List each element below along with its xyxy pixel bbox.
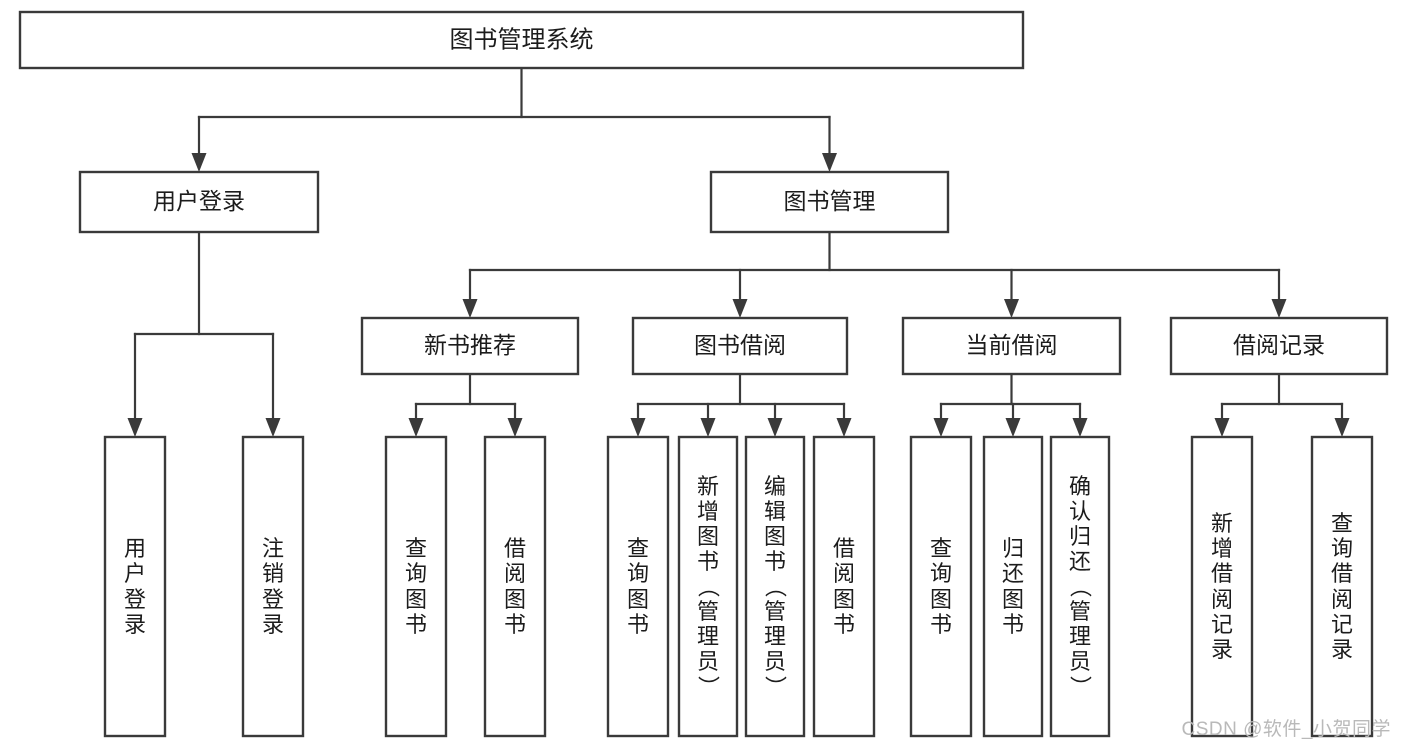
node-label-root: 图书管理系统 [450, 26, 594, 53]
arrow-head-icon [933, 418, 949, 437]
node-box-leaf-logout[interactable] [241, 435, 305, 738]
arrow-head-icon [1334, 418, 1350, 437]
arrow-head-icon [127, 418, 143, 437]
arrow-head-icon [630, 418, 646, 437]
node-label-current-borrow: 当前借阅 [966, 332, 1058, 358]
arrow-head-icon [507, 418, 523, 437]
node-box-leaf-borrow-book-1[interactable] [483, 435, 547, 738]
node-box-leaf-edit-book[interactable] [744, 435, 806, 738]
node-box-root[interactable] [18, 10, 1025, 70]
node-box-leaf-user-login[interactable] [103, 435, 167, 738]
node-box-new-book-rec[interactable] [360, 316, 580, 376]
node-box-leaf-add-book[interactable] [677, 435, 739, 738]
arrow-head-icon [700, 418, 716, 437]
node-label-user-login: 用户登录 [153, 188, 245, 214]
arrow-head-icon [1214, 418, 1230, 437]
arrow-head-icon [1271, 299, 1287, 318]
arrow-head-icon [836, 418, 852, 437]
arrow-head-icon [1004, 299, 1019, 318]
arrow-head-icon [822, 153, 837, 172]
node-box-leaf-query-record[interactable] [1310, 435, 1374, 738]
node-label-borrow-record: 借阅记录 [1233, 332, 1325, 358]
node-box-book-borrow[interactable] [631, 316, 849, 376]
arrow-head-icon [191, 153, 207, 172]
node-box-borrow-record[interactable] [1169, 316, 1389, 376]
node-box-leaf-query-book-2[interactable] [606, 435, 670, 738]
arrow-head-icon [1072, 418, 1088, 437]
arrow-head-icon [1005, 418, 1021, 437]
arrow-head-icon [408, 418, 424, 437]
arrow-head-icon [265, 418, 281, 437]
node-box-leaf-borrow-book-2[interactable] [812, 435, 876, 738]
arrow-head-icon [767, 418, 783, 437]
arrow-head-icon [462, 299, 478, 318]
node-box-leaf-query-book-3[interactable] [909, 435, 973, 738]
node-box-leaf-add-record[interactable] [1190, 435, 1254, 738]
node-box-leaf-query-book-1[interactable] [384, 435, 448, 738]
node-box-book-manage[interactable] [709, 170, 950, 234]
node-box-leaf-confirm-return[interactable] [1049, 435, 1111, 738]
node-label-book-borrow: 图书借阅 [694, 332, 786, 358]
node-label-book-manage: 图书管理 [784, 188, 876, 214]
node-box-user-login[interactable] [78, 170, 320, 234]
node-box-leaf-return-book[interactable] [982, 435, 1044, 738]
arrow-head-icon [732, 299, 748, 318]
connectors-layer [127, 66, 1350, 437]
boxes-layer [18, 10, 1389, 738]
node-label-new-book-rec: 新书推荐 [424, 332, 516, 358]
node-box-current-borrow[interactable] [901, 316, 1122, 376]
